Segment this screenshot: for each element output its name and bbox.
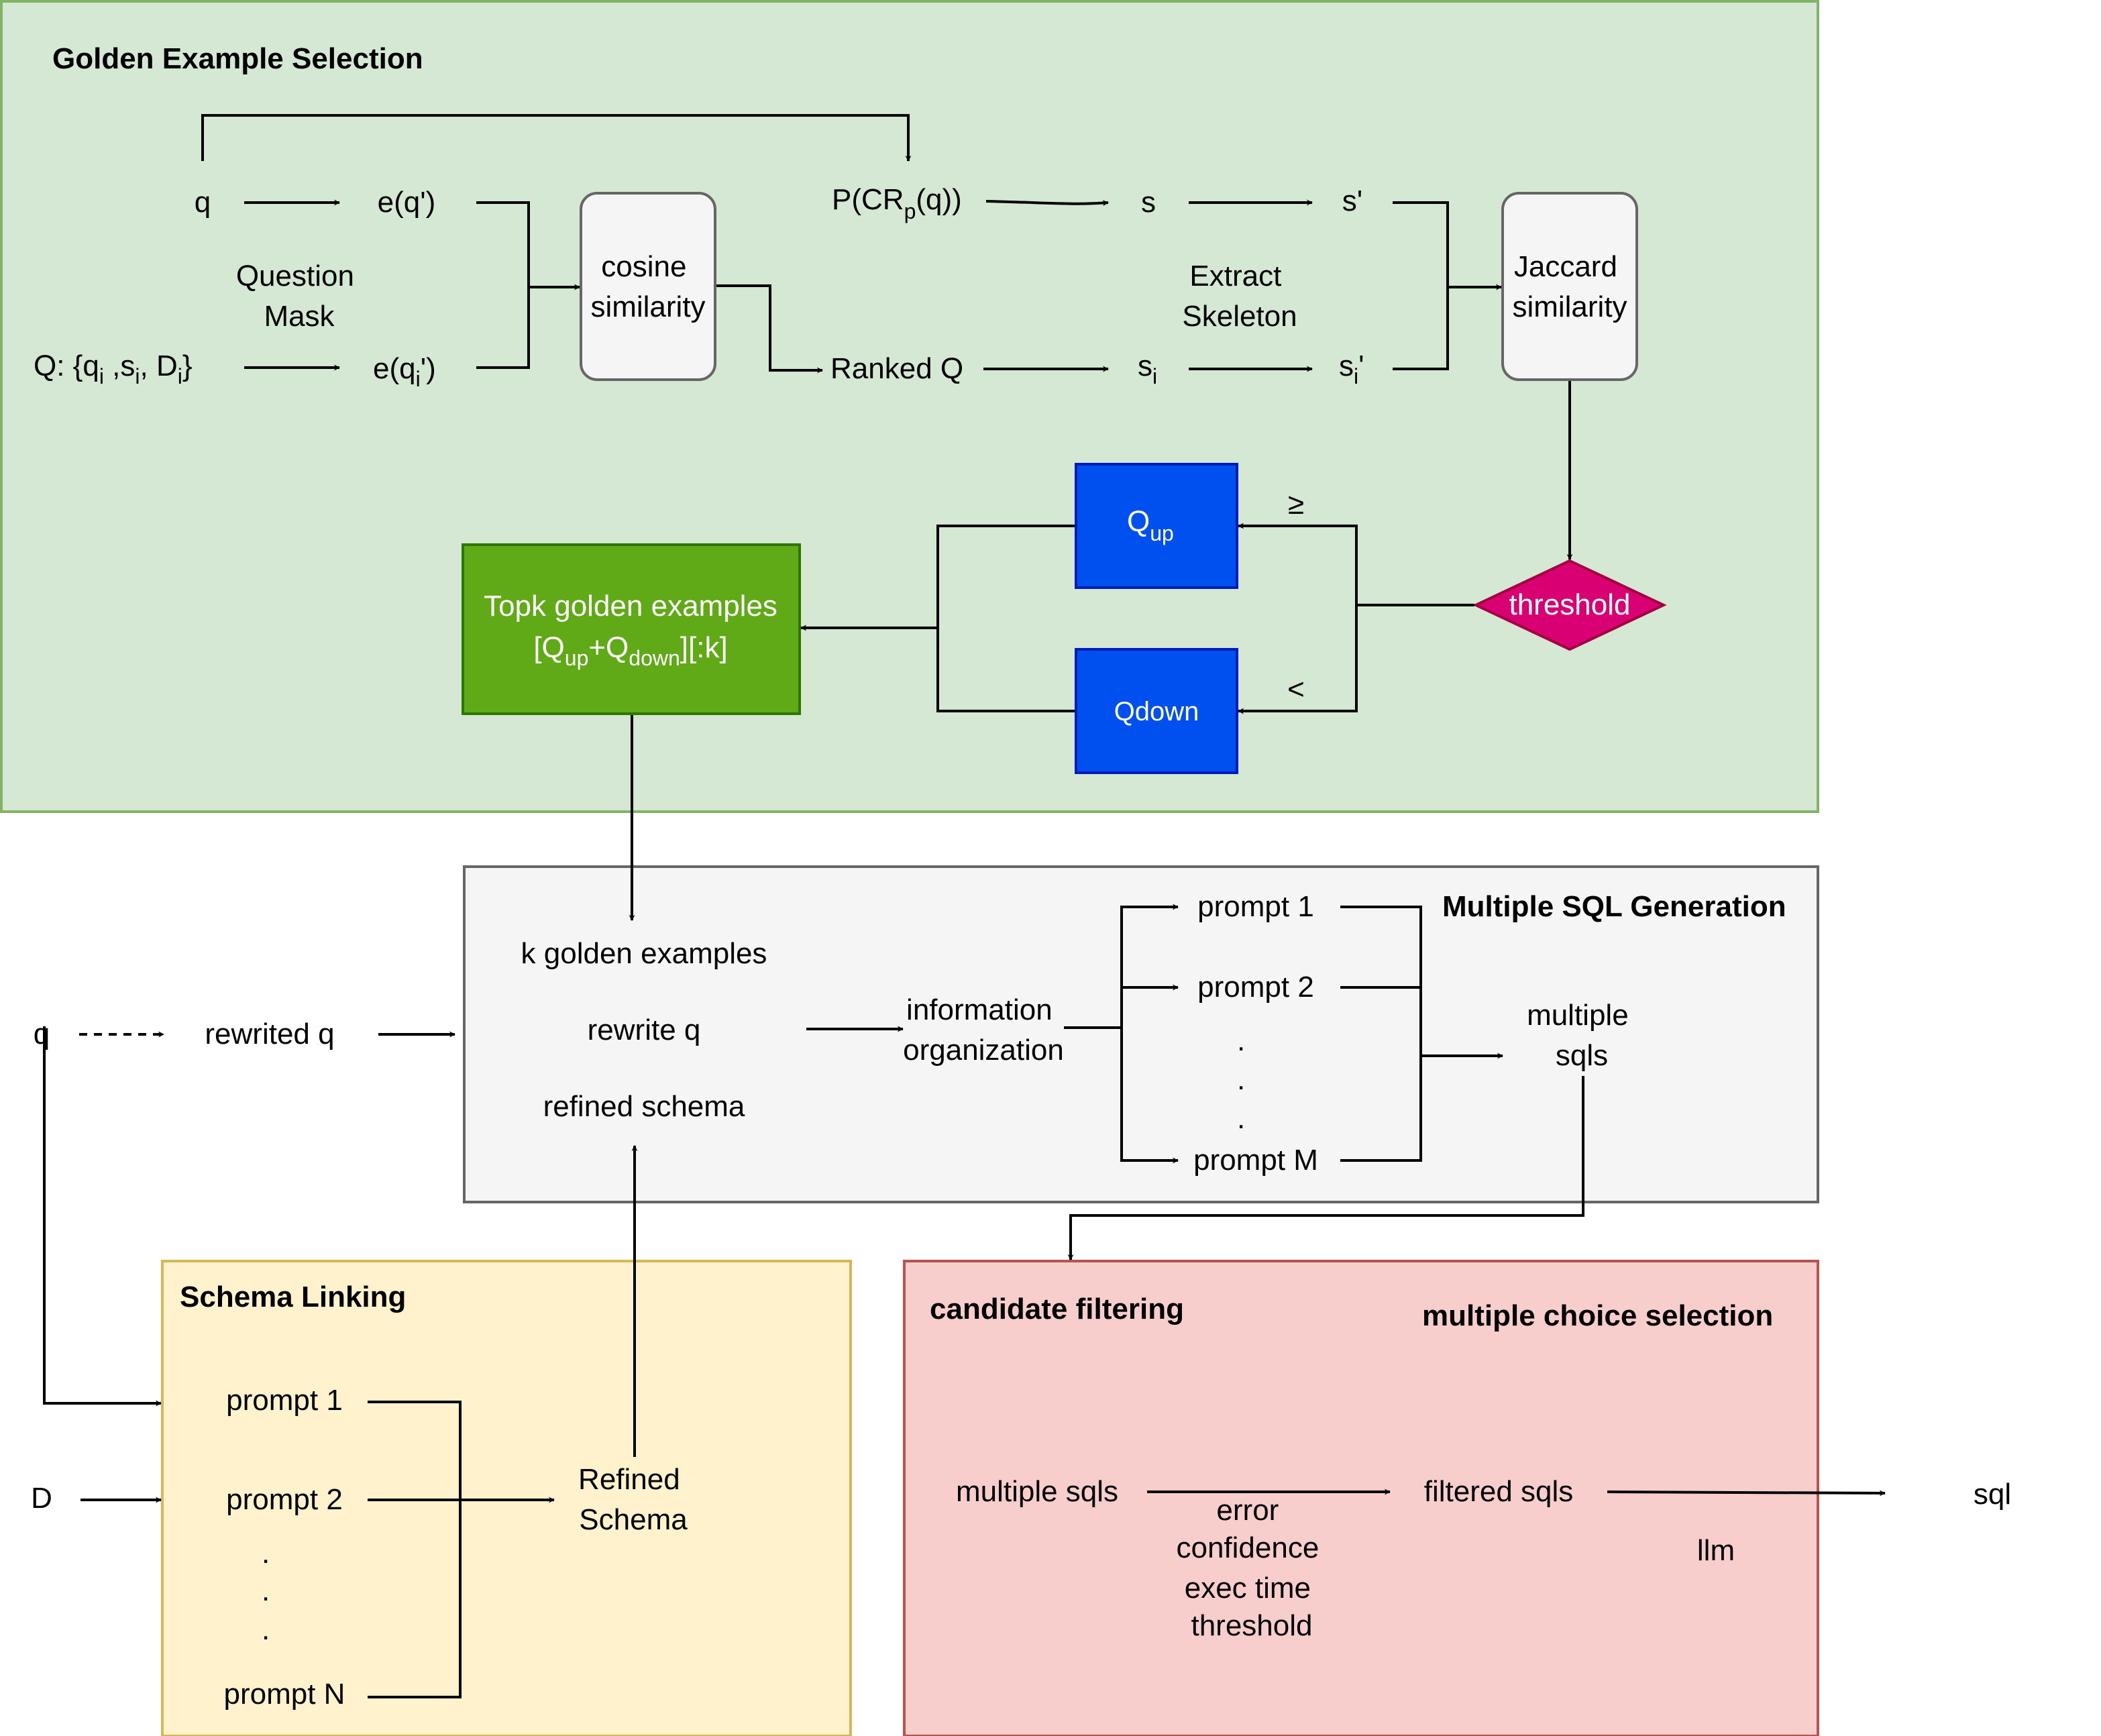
cosine-similarity-box [580, 192, 716, 381]
topk-golden-examples-box [462, 543, 801, 715]
jaccard-similarity-box [1501, 192, 1638, 381]
label-question-mask: Question Mask [236, 260, 362, 333]
node-e-qi-prime: e(qi') [373, 352, 436, 391]
edge-schema-prompt-1-out [368, 1401, 462, 1500]
node-filtered-sqls: filtered sqls [1424, 1475, 1574, 1508]
node-s-prime: s' [1342, 184, 1362, 217]
golden-selection-title: Golden Example Selection [52, 42, 423, 75]
node-multiple-sqls-cand: multiple sqls [956, 1475, 1118, 1508]
edge-p-to-s [985, 200, 1109, 207]
jaccard-similarity-label: Jaccard similarity [1512, 250, 1627, 323]
edge-qdown-to-topk [936, 628, 1075, 712]
topk-golden-examples-line2: [Qup+Qdown][:k] [533, 631, 727, 670]
edge-schema-prompt-n-out [368, 1500, 462, 1698]
candidate-filtering-group [903, 1260, 1819, 1736]
q-up-box [1075, 463, 1238, 589]
node-s: s [1141, 186, 1156, 219]
gen-prompt-m: prompt M [1193, 1144, 1318, 1177]
lt-label: < [1287, 673, 1305, 706]
node-multiple-sqls-gen: multiple sqls [1527, 999, 1637, 1072]
node-k-golden-examples: k golden examples [521, 937, 767, 970]
node-e-q-prime: e(q') [378, 186, 436, 219]
label-filter-criteria: error confidence exec time threshold [1176, 1494, 1327, 1642]
edge-siprime-to-jaccard [1393, 287, 1449, 370]
gen-ellipsis-dot-3: . [1237, 1102, 1245, 1135]
node-si-prime: si' [1339, 349, 1364, 388]
gen-ellipsis-dot-2: . [1237, 1063, 1245, 1096]
node-rewrited-q: rewrited q [205, 1018, 334, 1050]
edge-filtered-to-sql [1607, 1490, 1886, 1497]
multiple-choice-selection-title: multiple choice selection [1422, 1299, 1773, 1332]
input-q: q [34, 1018, 50, 1050]
edge-sprime-to-jaccard [1393, 201, 1502, 290]
edge-to-gen-prompt-m [1120, 1028, 1179, 1164]
label-extract-skeleton: Extract Skeleton [1182, 260, 1297, 333]
gen-prompt-1: prompt 1 [1197, 890, 1314, 923]
edge-eqi-to-cosine [476, 287, 530, 369]
schema-prompt-1: prompt 1 [226, 1384, 343, 1417]
edge-q-to-schema-prompt1 [43, 1026, 162, 1407]
node-si: si [1138, 349, 1157, 388]
schema-prompt-2: prompt 2 [226, 1483, 343, 1516]
input-d: D [31, 1482, 52, 1515]
node-refined-schema: refined schema [543, 1090, 745, 1123]
edge-gen-prompt-1-out [1340, 906, 1422, 1056]
geq-label: ≥ [1288, 488, 1304, 521]
schema-linking-title: Schema Linking [180, 1281, 406, 1313]
node-ranked-q: Ranked Q [830, 352, 963, 385]
node-information-organization: information organization [903, 993, 1064, 1067]
threshold-decision [1472, 559, 1667, 651]
edge-cosine-to-ranked [716, 284, 823, 374]
q-up-label: Qup [1127, 505, 1174, 545]
threshold-label: threshold [1509, 588, 1630, 621]
schema-ellipsis-dot-3: . [262, 1613, 270, 1646]
edge-eqp-to-cosine [476, 201, 580, 290]
node-p-cr-q: P(CRp(q)) [832, 183, 962, 223]
schema-ellipsis-dot-1: . [262, 1537, 270, 1570]
cosine-similarity-label: cosine similarity [590, 250, 705, 323]
schema-prompt-n: prompt N [224, 1678, 345, 1711]
node-rewrite-q: rewrite q [588, 1014, 701, 1046]
label-llm: llm [1697, 1534, 1735, 1567]
schema-ellipsis-dot-2: . [262, 1574, 270, 1607]
q-down-box [1075, 648, 1238, 774]
q-down-label: Qdown [1114, 697, 1199, 726]
node-refined-schema-out: Refined Schema [578, 1463, 688, 1536]
edge-gen-prompt-m-out [1340, 1056, 1422, 1162]
edge-q-to-p [201, 114, 912, 162]
edge-qup-to-topk [936, 525, 1075, 628]
gen-prompt-2: prompt 2 [1197, 971, 1314, 1003]
gen-ellipsis-dot-1: . [1237, 1024, 1245, 1057]
edge-threshold-to-qup [1238, 523, 1358, 605]
node-sql-output: sql [1974, 1478, 2011, 1511]
node-question-set: Q: {qi ,si, Di} [34, 349, 193, 388]
candidate-filtering-title: candidate filtering [930, 1293, 1184, 1325]
edge-threshold-to-qdown [1238, 605, 1358, 714]
multi-sql-generation-title: Multiple SQL Generation [1442, 890, 1786, 923]
topk-golden-examples-line1: Topk golden examples [484, 590, 777, 622]
multi-sql-generation-group [463, 865, 1819, 1203]
edge-multiple-sqls-to-candidate [1067, 1076, 1584, 1260]
node-q: q [195, 186, 211, 219]
